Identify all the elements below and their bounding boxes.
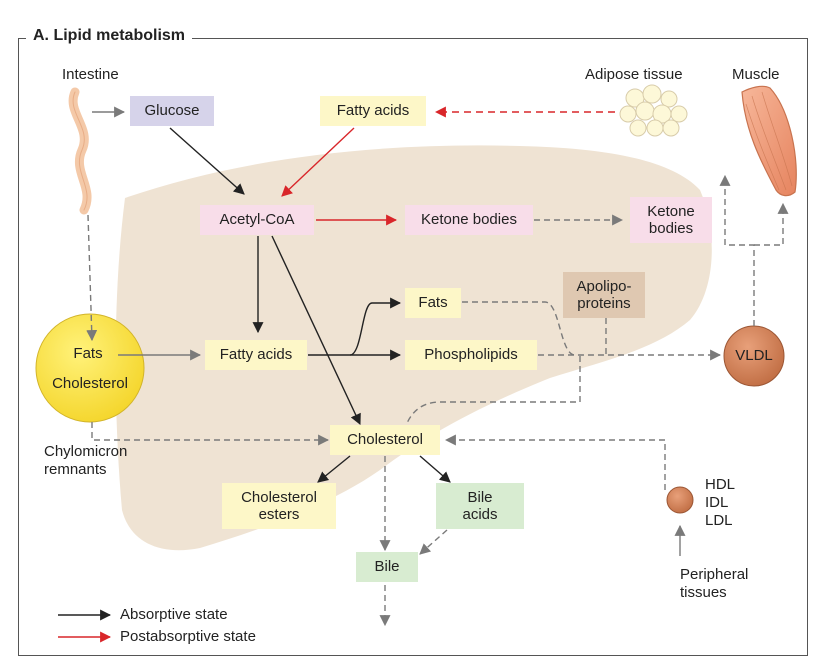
cholesterol-esters-box: Cholesterol esters <box>222 483 336 529</box>
chylomicron-icon <box>35 313 145 423</box>
diagram-frame <box>18 38 808 656</box>
bile-box: Bile <box>356 552 418 582</box>
intestine-label: Intestine <box>62 66 119 83</box>
lipoprotein-types-label: HDL IDL LDL <box>705 476 736 529</box>
fatty-acids-mid-box: Fatty acids <box>205 340 307 370</box>
chylomicron-cholesterol-label: Cholesterol <box>52 375 128 393</box>
diagram-title: A. Lipid metabolism <box>26 27 193 45</box>
muscle-icon <box>741 85 797 197</box>
fatty-acids-top-box: Fatty acids <box>320 96 426 126</box>
ketone-bodies-out-box: Ketone bodies <box>630 197 712 243</box>
bile-acids-box: Bile acids <box>436 483 524 529</box>
chylomicron-remnants-label: Chylomicron remnants <box>44 443 128 478</box>
adipose-tissue-icon <box>619 84 688 137</box>
legend-absorptive-label: Absorptive state <box>120 606 228 623</box>
lipoprotein-particle-icon <box>666 486 694 514</box>
vldl-label: VLDL <box>735 347 773 365</box>
muscle-label: Muscle <box>732 66 780 83</box>
apolipoproteins-box: Apolipo- proteins <box>563 272 645 318</box>
chylomicron-fats-label: Fats <box>73 345 103 363</box>
legend-postabsorptive-label: Postabsorptive state <box>120 628 256 645</box>
phospholipids-box: Phospholipids <box>405 340 537 370</box>
cholesterol-box: Cholesterol <box>330 425 440 455</box>
fats-box: Fats <box>405 288 461 318</box>
intestine-icon <box>68 87 92 215</box>
acetyl-coa-box: Acetyl-CoA <box>200 205 314 235</box>
ketone-bodies-box: Ketone bodies <box>405 205 533 235</box>
adipose-tissue-label: Adipose tissue <box>585 66 683 83</box>
peripheral-tissues-label: Peripheral tissues <box>680 566 749 601</box>
glucose-box: Glucose <box>130 96 214 126</box>
